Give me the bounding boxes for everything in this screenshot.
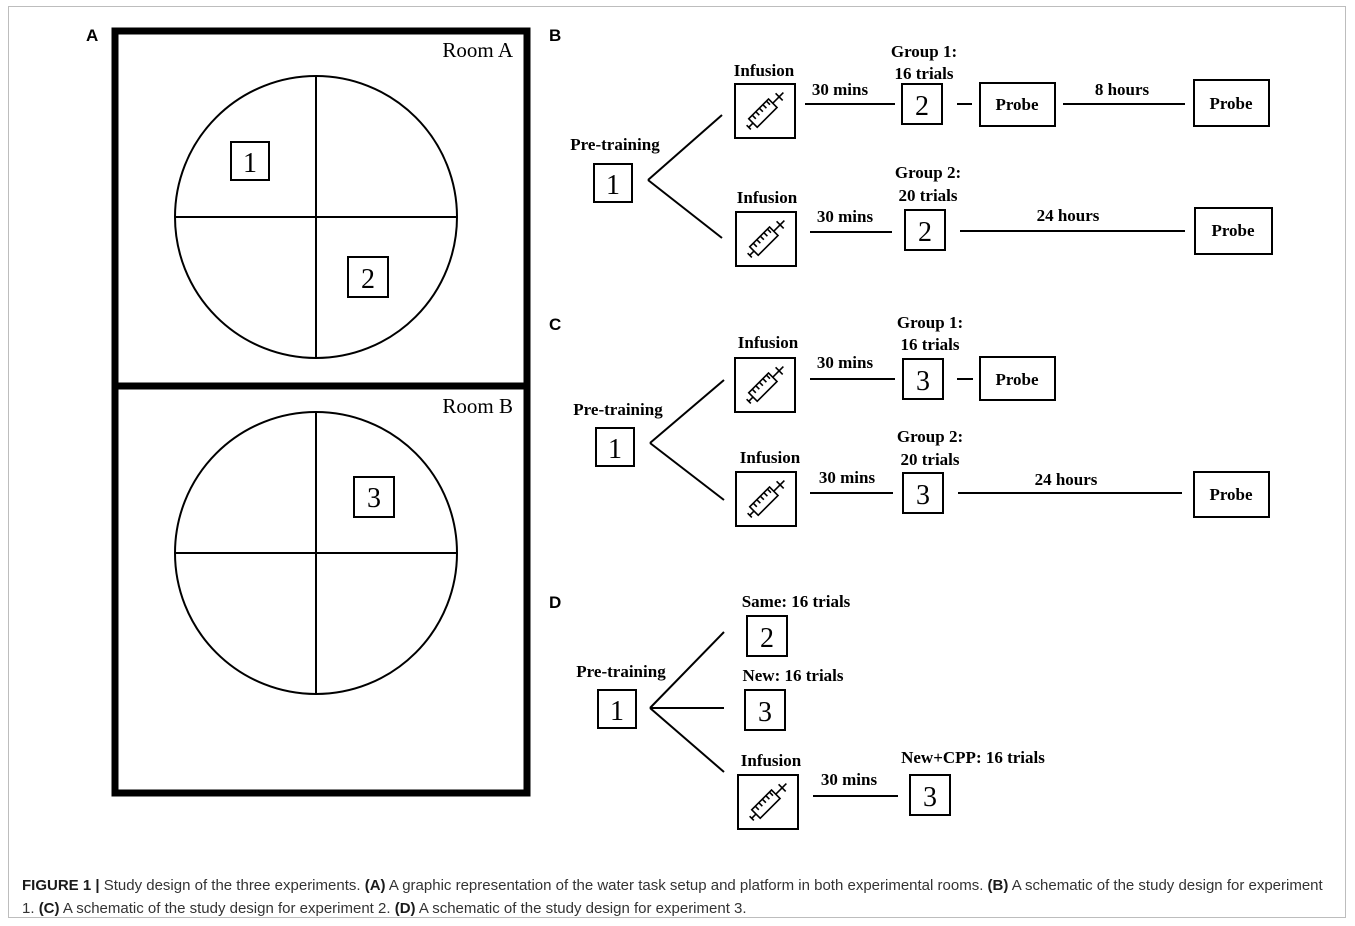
delay-label: 30 mins [817, 353, 874, 372]
condition-label: Same: 16 trials [742, 592, 851, 611]
platform-box [353, 476, 395, 518]
experiment-1-schematic: B Pre-training 1 Infusion 30 mins Group … [549, 26, 1273, 267]
syringe-icon [737, 774, 799, 830]
caption-d-text: A schematic of the study design for expe… [415, 900, 747, 917]
probe-box [979, 82, 1056, 127]
pre-training-label: Pre-training [576, 662, 666, 681]
infusion-label: Infusion [737, 188, 798, 207]
caption-c-text: A schematic of the study design for expe… [59, 900, 395, 917]
interval-label: 8 hours [1095, 80, 1150, 99]
delay-label: 30 mins [821, 770, 878, 789]
condition-label: New: 16 trials [742, 666, 843, 685]
caption-b-text: A schematic of the study design for expe… [22, 877, 1323, 917]
caption-a-text: A graphic representation of the water ta… [385, 877, 988, 894]
panel-label-c: C [549, 315, 561, 334]
platform-number: 1 [606, 170, 620, 201]
platform-number: 1 [608, 434, 622, 465]
trials-label: 16 trials [894, 64, 953, 83]
room-a-label: Room A [442, 38, 513, 62]
probe-label: Probe [995, 370, 1039, 389]
figure-caption: FIGURE 1 | Study design of the three exp… [22, 874, 1338, 920]
infusion-label: Infusion [740, 448, 801, 467]
interval-label: 24 hours [1035, 470, 1098, 489]
platform-box [902, 472, 944, 514]
group-title: Group 1: [891, 42, 957, 61]
platform-box [901, 83, 943, 125]
platform-number: 2 [361, 264, 375, 295]
infusion-label: Infusion [734, 61, 795, 80]
platform-box [902, 358, 944, 400]
caption-text: Study design of the three experiments. [99, 877, 365, 894]
platform-number: 3 [916, 366, 930, 397]
caption-a-label: (A) [364, 877, 386, 894]
platform-number: 3 [758, 697, 772, 728]
experiment-2-schematic: C Pre-training 1 Infusion 30 mins Group … [549, 313, 1270, 527]
probe-label: Probe [995, 95, 1039, 114]
probe-box [1194, 207, 1273, 255]
delay-label: 30 mins [812, 80, 869, 99]
room-b-label: Room B [442, 394, 513, 418]
platform-box [230, 141, 270, 181]
platform-box [746, 615, 788, 657]
pre-training-label: Pre-training [573, 400, 663, 419]
caption-b-label: (B) [987, 877, 1009, 894]
platform-number: 1 [610, 696, 624, 727]
probe-box [979, 356, 1056, 401]
group-title: Group 2: [895, 163, 961, 182]
condition-label: New+CPP: 16 trials [901, 748, 1045, 767]
delay-label: 30 mins [817, 207, 874, 226]
syringe-icon [734, 357, 796, 413]
room-b: Room B 3 [174, 394, 513, 695]
platform-box [595, 427, 635, 467]
experiment-3-schematic: D Pre-training 1 Same: 16 trials 2 New: … [549, 592, 1045, 830]
platform-box [909, 774, 951, 816]
interval-label: 24 hours [1037, 206, 1100, 225]
group-title: Group 2: [897, 427, 963, 446]
trials-label: 16 trials [900, 335, 959, 354]
syringe-icon [735, 471, 797, 527]
room-frame [111, 27, 531, 797]
platform-box [597, 689, 637, 729]
platform-number: 2 [918, 217, 932, 248]
probe-label: Probe [1209, 94, 1253, 113]
study-design-diagram: .lbl { font-family: "Liberation Sans", s… [86, 26, 1273, 830]
platform-number: 2 [760, 623, 774, 654]
platform-box [904, 209, 946, 251]
trials-label: 20 trials [898, 186, 957, 205]
platform-number: 3 [916, 480, 930, 511]
caption-figure-label: FIGURE 1 | [22, 877, 100, 894]
platform-number: 3 [923, 782, 937, 813]
figure-frame [8, 6, 1346, 918]
pre-training-label: Pre-training [570, 135, 660, 154]
group-title: Group 1: [897, 313, 963, 332]
platform-number: 3 [367, 483, 381, 514]
panel-label-a: A [86, 26, 98, 45]
probe-box [1193, 79, 1270, 127]
infusion-label: Infusion [741, 751, 802, 770]
delay-label: 30 mins [819, 468, 876, 487]
probe-box [1193, 471, 1270, 518]
platform-box [347, 256, 389, 298]
syringe-icon [735, 211, 797, 267]
panel-label-b: B [549, 26, 561, 45]
platform-number: 1 [243, 148, 257, 179]
caption-d-label: (D) [394, 900, 416, 917]
caption-c-label: (C) [38, 900, 60, 917]
probe-label: Probe [1209, 485, 1253, 504]
probe-label: Probe [1211, 221, 1255, 240]
trials-label: 20 trials [900, 450, 959, 469]
panel-label-d: D [549, 593, 561, 612]
infusion-label: Infusion [738, 333, 799, 352]
syringe-icon [734, 83, 796, 139]
platform-box [744, 689, 786, 731]
room-a: Room A 1 2 [174, 38, 514, 359]
platform-box [593, 163, 633, 203]
platform-number: 2 [915, 91, 929, 122]
